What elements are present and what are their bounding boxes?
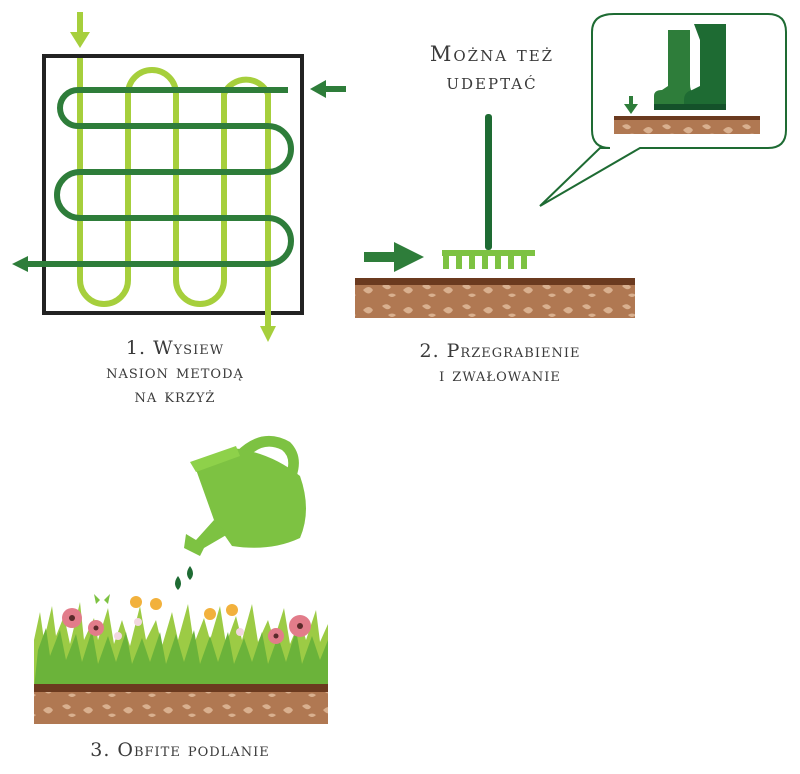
- step3-label: 3. Obfite podlanie: [20, 738, 340, 762]
- exit-left-arrow-icon: [12, 256, 28, 272]
- step3-line-1: 3. Obfite podlanie: [90, 739, 270, 761]
- step1-line-3: na krzyż: [134, 385, 216, 407]
- soil-strip-3: [34, 684, 328, 692]
- grass-flowers-icon: [34, 594, 328, 724]
- flower-white: [114, 618, 244, 640]
- horizontal-sowing-path: [26, 87, 294, 267]
- right-arrow-icon: [364, 242, 424, 272]
- sowing-area-frame: [42, 54, 304, 315]
- can-body: [194, 448, 306, 548]
- soil-strip: [355, 278, 635, 285]
- vertical-sowing-path: [77, 58, 271, 330]
- soil-bed: [355, 285, 635, 318]
- exit-down-arrow-icon: [260, 326, 276, 342]
- watering-can-icon: [175, 435, 306, 590]
- step2-line-2: i zwałowanie: [439, 364, 561, 386]
- can-top: [190, 446, 240, 472]
- water-drops-icon: [175, 566, 193, 590]
- butterfly-icon: [94, 594, 110, 604]
- step2-line-1: 2. Przegrabienie: [419, 340, 581, 362]
- step1-line-1: 1. Wysiew: [125, 337, 225, 359]
- left-arrow-icon: [310, 80, 346, 98]
- boots-icon: [654, 24, 726, 110]
- grass-front: [34, 628, 328, 688]
- soil-bed-3: [34, 692, 328, 724]
- rake-icon: [355, 114, 635, 318]
- tip-label: Można też udeptać: [392, 40, 592, 96]
- tip-bubble: [539, 13, 787, 207]
- tip-line-2: udeptać: [446, 70, 538, 94]
- seeding-grid-icon: [12, 12, 346, 342]
- rake-head: [442, 250, 535, 256]
- small-down-arrow-icon: [624, 96, 638, 114]
- can-spout: [184, 520, 228, 556]
- can-handle: [236, 435, 299, 478]
- flower-yellow: [130, 596, 238, 620]
- tip-line-1: Można też: [429, 42, 555, 66]
- step1-label: 1. Wysiew nasion metodą na krzyż: [40, 336, 310, 408]
- step1-line-2: nasion metodą: [106, 361, 244, 383]
- step2-label: 2. Przegrabienie i zwałowanie: [370, 339, 630, 387]
- down-arrow-icon: [70, 12, 90, 48]
- rake-handle: [485, 114, 492, 250]
